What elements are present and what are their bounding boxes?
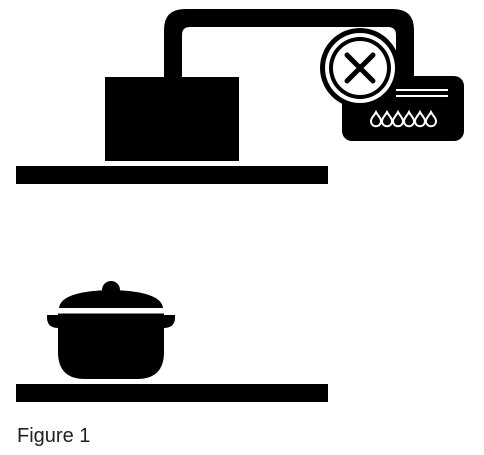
flame-icon: [391, 109, 405, 128]
cooking-pot-icon: [46, 281, 176, 379]
prohibited-installation-scene: [16, 9, 464, 184]
pot-lid: [59, 290, 163, 308]
pot-body: [58, 312, 164, 379]
prohibited-icon: [320, 28, 400, 108]
range-hood: [105, 77, 239, 161]
flame-icon: [424, 109, 438, 128]
x-mark-icon: [344, 52, 376, 84]
flame-icon: [413, 109, 427, 128]
exhaust-duct: [164, 9, 414, 80]
cooking-scene: [16, 281, 328, 402]
lower-countertop: [16, 384, 328, 402]
pot-handle-left: [46, 315, 58, 328]
flame-icon: [380, 109, 394, 128]
burner-flames: [369, 109, 438, 128]
upper-countertop: [16, 166, 328, 184]
flame-icon: [402, 109, 416, 128]
figure-caption: Figure 1: [17, 425, 91, 447]
flame-icon: [369, 109, 383, 128]
pot-handle-right: [164, 315, 176, 328]
